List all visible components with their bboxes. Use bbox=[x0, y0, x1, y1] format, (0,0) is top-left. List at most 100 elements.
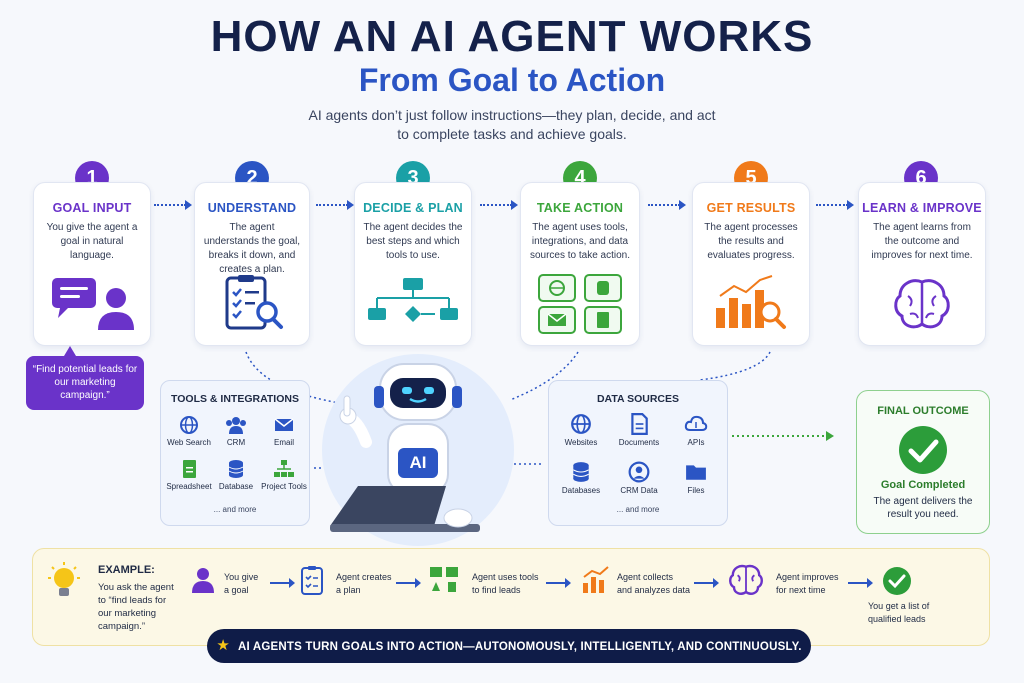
tool-label: Project Tools bbox=[261, 482, 307, 491]
example-step-4: Agent collects and analyzes data bbox=[617, 571, 690, 597]
brain-icon bbox=[859, 273, 985, 335]
step-card-learn-improve: LEARN & IMPROVE The agent learns from th… bbox=[858, 182, 986, 346]
document-icon bbox=[631, 413, 648, 435]
data-sources-panel: DATA SOURCES Websites Documents APIs Dat… bbox=[548, 380, 728, 526]
example-step-4-line2: and analyzes data bbox=[617, 585, 691, 595]
example-step-3: Agent uses tools to find leads bbox=[472, 571, 539, 597]
step-card-decide-plan: DECIDE & PLAN The agent decides the best… bbox=[354, 182, 472, 346]
goal-quote-bubble: “Find potential leads for our marketing … bbox=[26, 346, 144, 410]
summary-banner: ★ AI AGENTS TURN GOALS INTO ACTION—AUTONO… bbox=[207, 629, 811, 663]
flow-arrow bbox=[154, 200, 192, 210]
cloud-icon bbox=[684, 415, 708, 431]
step-description: The agent learns from the outcome and im… bbox=[871, 222, 973, 261]
example-arrow bbox=[694, 578, 719, 588]
hierarchy-icon bbox=[274, 460, 294, 477]
step-title: GOAL INPUT bbox=[52, 201, 132, 215]
tool-label: Email bbox=[273, 438, 294, 447]
page-subtitle: From Goal to Action bbox=[358, 62, 666, 98]
step-title: TAKE ACTION bbox=[536, 201, 624, 215]
mail-icon bbox=[274, 418, 294, 431]
source-label: APIs bbox=[687, 438, 705, 447]
flow-arrow bbox=[316, 200, 354, 210]
tools-icon bbox=[430, 567, 458, 592]
chat-person-icon bbox=[34, 273, 150, 335]
lightbulb-icon bbox=[48, 562, 80, 596]
page-title: HOW AN AI AGENT WORKS bbox=[210, 12, 814, 61]
sheet-icon bbox=[183, 460, 196, 478]
bar-chart-search-icon bbox=[693, 273, 809, 335]
star-icon: ★ bbox=[216, 637, 231, 654]
tool-label: Spreadsheet bbox=[166, 482, 212, 491]
example-step-2-line1: Agent creates bbox=[336, 572, 392, 582]
example-step-5: Agent improves for next time bbox=[776, 571, 839, 597]
outcome-title: FINAL OUTCOME bbox=[877, 405, 969, 417]
tools-more-text: ... and more bbox=[213, 505, 257, 514]
example-step-4-line1: Agent collects bbox=[617, 572, 674, 582]
step-title: LEARN & IMPROVE bbox=[862, 201, 982, 215]
check-circle-icon bbox=[899, 426, 947, 474]
step-description: You give the agent a goal in natural lan… bbox=[46, 222, 138, 261]
sources-more-text: ... and more bbox=[616, 505, 660, 514]
panel-title: DATA SOURCES bbox=[596, 393, 680, 405]
tool-label: Database bbox=[218, 482, 254, 491]
outcome-description: The agent delivers the result you need. bbox=[873, 496, 973, 520]
example-arrow bbox=[396, 578, 421, 588]
ai-chip-label: AI bbox=[409, 453, 427, 472]
bar-chart-icon bbox=[583, 566, 609, 593]
ai-robot-illustration: AI bbox=[318, 350, 518, 550]
people-icon bbox=[226, 417, 246, 434]
intro-line-2: to complete tasks and achieve goals. bbox=[397, 126, 627, 142]
user-circle-icon bbox=[628, 461, 650, 483]
globe-icon bbox=[180, 416, 198, 434]
example-step-5-line2: for next time bbox=[776, 585, 826, 595]
example-step-2-line2: a plan bbox=[336, 585, 361, 595]
example-step-1-line1: You give bbox=[224, 572, 259, 582]
tool-spreadsheet: Spreadsheet bbox=[157, 459, 221, 491]
example-quote: You ask the agent to “find leads for our… bbox=[98, 582, 174, 632]
source-label: CRM Data bbox=[620, 486, 658, 495]
step-title: DECIDE & PLAN bbox=[363, 201, 463, 215]
tool-label: CRM bbox=[226, 438, 246, 447]
example-arrow bbox=[848, 578, 873, 588]
step-description: The agent understands the goal, breaks i… bbox=[203, 222, 301, 275]
panel-title: TOOLS & INTEGRATIONS bbox=[171, 393, 299, 405]
globe-icon bbox=[571, 414, 591, 434]
example-step-3-line1: Agent uses tools bbox=[472, 572, 539, 582]
database-icon bbox=[228, 460, 244, 478]
tool-email: Email bbox=[252, 415, 316, 447]
intro-text: AI agents don’t just follow instructions… bbox=[262, 106, 762, 144]
example-step-3-line2: to find leads bbox=[472, 585, 521, 595]
example-step-2: Agent creates a plan bbox=[336, 571, 392, 597]
source-label: Documents bbox=[618, 438, 660, 447]
intro-line-1: AI agents don’t just follow instructions… bbox=[308, 107, 716, 123]
banner-text: AI AGENTS TURN GOALS INTO ACTION—AUTONOM… bbox=[238, 641, 802, 653]
example-arrow bbox=[270, 578, 295, 588]
flow-arrow bbox=[816, 200, 854, 210]
tools-integrations-panel: TOOLS & INTEGRATIONS Web Search CRM Emai… bbox=[160, 380, 310, 526]
step-title: GET RESULTS bbox=[706, 201, 796, 215]
source-databases: Databases bbox=[549, 461, 613, 495]
step-card-goal-input: GOAL INPUT You give the agent a goal in … bbox=[33, 182, 151, 346]
source-files: Files bbox=[664, 461, 728, 495]
step-card-understand: UNDERSTAND The agent understands the goa… bbox=[194, 182, 310, 346]
step-card-take-action: TAKE ACTION The agent uses tools, integr… bbox=[520, 182, 640, 346]
step-title: UNDERSTAND bbox=[207, 201, 297, 215]
flow-arrow bbox=[648, 200, 686, 210]
tool-crm: CRM bbox=[204, 415, 268, 447]
clipboard-icon bbox=[301, 566, 323, 595]
source-crm-data: CRM Data bbox=[607, 461, 671, 495]
step-description: The agent uses tools, integrations, and … bbox=[529, 222, 631, 261]
step-description: The agent decides the best steps and whi… bbox=[363, 222, 463, 261]
tool-web-search: Web Search bbox=[157, 415, 221, 447]
person-icon bbox=[192, 568, 214, 593]
step-description: The agent processes the results and eval… bbox=[704, 222, 798, 261]
check-circle-icon bbox=[883, 567, 911, 595]
step-card-get-results: GET RESULTS The agent processes the resu… bbox=[692, 182, 810, 346]
tools-grid-icon bbox=[521, 273, 639, 335]
flowchart-icon bbox=[355, 273, 471, 335]
clipboard-search-icon bbox=[195, 273, 309, 335]
example-step-5-line1: Agent improves bbox=[776, 572, 839, 582]
example-result-line1: You get a list of bbox=[868, 601, 930, 611]
